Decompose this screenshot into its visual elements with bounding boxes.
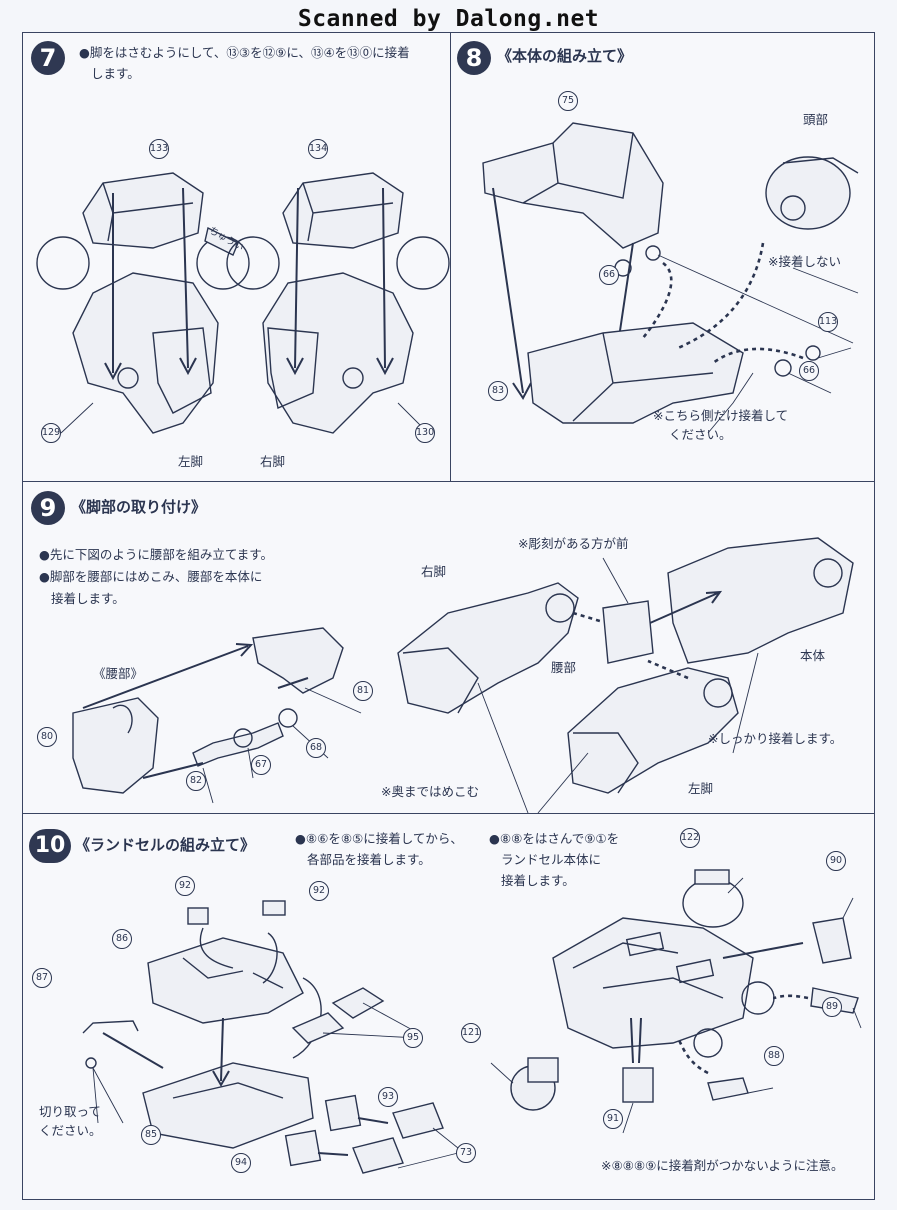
step9-waist-assembly-illustration (72, 627, 362, 804)
step9-number: 9 (31, 491, 65, 525)
step10-backpack-left-illustration (82, 900, 459, 1174)
step8-head-label: 頭部 (803, 112, 829, 127)
step9-bullet2: ●脚部を腰部にはめこみ、腰部を本体に (39, 569, 263, 584)
step10-backpack-right-illustration (490, 869, 862, 1134)
step10-part-89: 89 (822, 997, 842, 1017)
step10-part-91: 91 (603, 1109, 623, 1129)
step9-bullet1: ●先に下図のように腰部を組み立てます。 (39, 547, 274, 562)
step8-title: 《本体の組み立て》 (497, 47, 633, 65)
step10-part-94: 94 (231, 1153, 251, 1173)
step9-push-in-note: ※奥まではめこむ (381, 784, 479, 799)
step10-note2-line1: ●⑧⑧をはさんで⑨①を (489, 831, 620, 846)
step10-part-92-right: 92 (309, 881, 329, 901)
step8-number: 8 (457, 41, 491, 75)
divider-row2 (23, 813, 874, 814)
step7-number: 7 (31, 41, 65, 75)
step8-part-83: 83 (488, 381, 508, 401)
step8-part-66-left: 66 (599, 265, 619, 285)
divider-row1 (23, 481, 874, 482)
step10-part-121: 121 (461, 1023, 481, 1043)
step10-cut-off-line1: 切り取って (39, 1104, 101, 1119)
step10-part-73: 73 (456, 1143, 476, 1163)
instruction-sheet: 7 ●脚をはさむようにして、⑬③を⑫⑨に、⑬④を⑬⓪に接着 します。 (22, 32, 875, 1200)
step8-part-113: 113 (818, 312, 838, 332)
step10-note1-line2: 各部品を接着します。 (307, 852, 431, 867)
step9-part-68: 68 (306, 738, 326, 758)
step9-bullet2-cont: 接着します。 (51, 591, 125, 606)
step9-part-81: 81 (353, 681, 373, 701)
step7-part-133: 133 (149, 139, 169, 159)
step10-part-87: 87 (32, 968, 52, 988)
step9-leg-mount-illustration (397, 537, 854, 814)
divider-step7-step8 (450, 33, 451, 481)
step10-part-122: 122 (680, 828, 700, 848)
step7-left-leg-label: 左脚 (178, 454, 204, 469)
step9-part-67: 67 (251, 755, 271, 775)
step9-left-leg-label: 左脚 (688, 781, 714, 796)
step7-part-129: 129 (41, 423, 61, 443)
step10-part-92-left: 92 (175, 876, 195, 896)
step7-part-130: 130 (415, 423, 435, 443)
step8-body-assembly-illustration (482, 122, 859, 434)
step7-instruction-line1: ●脚をはさむようにして、⑬③を⑫⑨に、⑬④を⑬⓪に接着 (79, 45, 410, 60)
step8-glue-this-side-line1: ※こちら側だけ接着して (653, 408, 789, 423)
step10-part-90: 90 (826, 851, 846, 871)
step8-part-75: 75 (558, 91, 578, 111)
step9-title: 《脚部の取り付け》 (71, 498, 207, 516)
step8-no-glue-note: ※接着しない (768, 254, 841, 269)
step9-right-leg-label: 右脚 (421, 564, 447, 579)
step9-carved-front-note: ※彫刻がある方が前 (518, 536, 629, 551)
step10-number: 10 (29, 829, 71, 863)
step10-part-93: 93 (378, 1087, 398, 1107)
step10-title: 《ランドセルの組み立て》 (75, 836, 256, 854)
step10-note2-line2: ランドセル本体に (501, 852, 602, 867)
step10-part-85: 85 (141, 1125, 161, 1145)
step9-waist-title: 《腰部》 (93, 666, 144, 681)
step10-no-glue-on-88-89-note: ※⑧⑧⑧⑨に接着剤がつかないように注意。 (601, 1158, 844, 1173)
step9-part-80: 80 (37, 727, 57, 747)
step10-cut-off-line2: ください。 (39, 1123, 102, 1138)
step9-body-label: 本体 (800, 648, 826, 663)
step7-leg-assembly-illustration (36, 172, 450, 434)
step9-waist-label: 腰部 (551, 660, 577, 675)
step10-part-86: 86 (112, 929, 132, 949)
step10-note1-line1: ●⑧⑥を⑧⑤に接着してから、 (295, 831, 463, 846)
step7-instruction-line2: します。 (91, 66, 140, 81)
step8-glue-this-side-line2: ください。 (669, 427, 732, 442)
step7-right-leg-label: 右脚 (260, 454, 286, 469)
scan-watermark: Scanned by Dalong.net (297, 6, 600, 32)
step9-part-82: 82 (186, 771, 206, 791)
step9-glue-firmly-note: ※しっかり接着します。 (708, 731, 843, 746)
step10-note2-line3: 接着します。 (501, 873, 575, 888)
step10-part-95: 95 (403, 1028, 423, 1048)
step8-part-66-right: 66 (799, 361, 819, 381)
step7-part-134: 134 (308, 139, 328, 159)
step10-part-88: 88 (764, 1046, 784, 1066)
